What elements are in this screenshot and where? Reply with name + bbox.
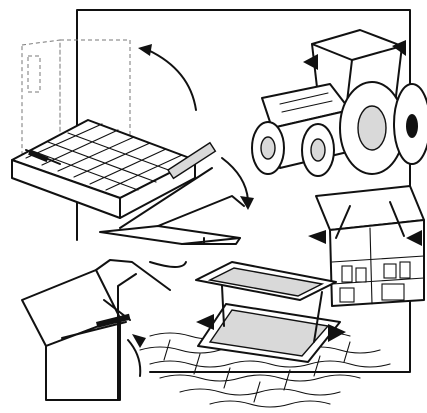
tractor-cab-panel: [251, 29, 427, 177]
solar-collector-panel: [11, 39, 197, 219]
arrow-icon: [406, 230, 422, 246]
arrow-icon: [392, 40, 406, 56]
hatch-ramp-panel: [99, 141, 254, 245]
roof-skylight-panel: [139, 261, 391, 408]
arrow-icon: [196, 314, 214, 330]
arrow-icon: [328, 324, 346, 342]
storage-box-panel: [308, 185, 425, 307]
arrow-icon: [303, 54, 318, 70]
arrow-icon: [308, 230, 326, 244]
cabinet-door-panel: [21, 259, 187, 401]
